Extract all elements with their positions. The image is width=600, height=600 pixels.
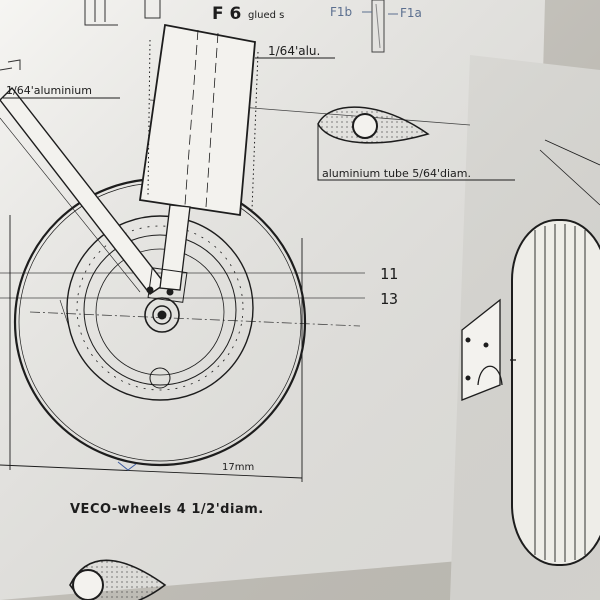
dimension-lines bbox=[0, 215, 303, 482]
ref-11: 11 bbox=[380, 265, 398, 283]
caption-wheels: VECO-wheels 4 1/2'diam. bbox=[70, 502, 264, 517]
ref-13: 13 bbox=[380, 290, 398, 308]
wheel-front-view bbox=[461, 139, 600, 566]
label-f6-note: glued s bbox=[248, 10, 284, 21]
label-f1b: F1b bbox=[330, 5, 352, 19]
bottom-section bbox=[69, 559, 167, 600]
top-detail bbox=[84, 0, 385, 53]
fairing bbox=[138, 23, 259, 303]
label-alu-short: 1/64'alu. bbox=[268, 44, 320, 58]
label-tube: aluminium tube 5/64'diam. bbox=[322, 167, 471, 180]
tube-section bbox=[317, 106, 515, 181]
label-aluminium: 1/64'aluminium bbox=[6, 84, 92, 97]
label-f6: F 6 bbox=[212, 4, 241, 24]
dimension-value: 17mm bbox=[222, 462, 254, 473]
label-f1a: F1a bbox=[400, 6, 422, 20]
